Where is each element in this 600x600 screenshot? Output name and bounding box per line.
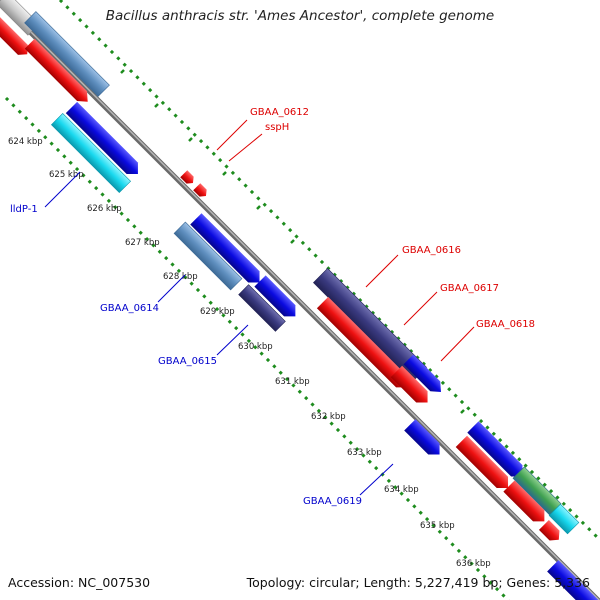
gene-label-gbaa0614: GBAA_0614 [100, 303, 159, 314]
kbp-label: 626 kbp [87, 204, 122, 214]
gene-label-gbaa0615: GBAA_0615 [158, 356, 217, 367]
gene-cyan-lower[interactable] [548, 503, 580, 535]
leader-lines-blue [44, 171, 394, 496]
gene-cds-forward[interactable] [65, 101, 144, 180]
kbp-label: 631 kbp [275, 377, 310, 387]
gene-gbaa0612[interactable] [180, 170, 196, 186]
topology-label: Topology: circular; Length: 5,227,419 bp… [246, 575, 590, 590]
kbp-label: 628 kbp [163, 272, 198, 282]
kbp-label: 632 kbp [311, 412, 346, 422]
kbp-label: 630 kbp [238, 342, 273, 352]
gene-red-lower-2[interactable] [503, 480, 550, 527]
kbp-label: 633 kbp [347, 448, 382, 458]
gene-cds-forward-bottom[interactable] [547, 560, 600, 600]
outer-tick-track [58, 0, 600, 542]
inner-tick-track [4, 96, 511, 600]
kbp-label: 635 kbp [420, 521, 455, 531]
gene-gbaa0614[interactable] [173, 221, 243, 291]
gene-steel-top[interactable] [24, 11, 110, 97]
gene-red-lower-3[interactable] [538, 519, 564, 545]
accession-label: Accession: NC_007530 [8, 575, 151, 590]
gene-gbaa0617[interactable] [316, 296, 413, 393]
kbp-label: 625 kbp [49, 170, 84, 180]
gene-cds-forward-lower[interactable] [467, 421, 528, 482]
gene-gbaa0618[interactable] [403, 354, 445, 396]
kbp-label: 636 kbp [456, 559, 491, 569]
gene-label-ssph: sspH [265, 122, 289, 133]
gene-label-gbaa0617: GBAA_0617 [440, 283, 499, 294]
gene-gbaa0615-forward[interactable] [254, 275, 301, 322]
gene-label-gbaa0618: GBAA_0618 [476, 319, 535, 330]
map-title: Bacillus anthracis str. 'Ames Ancestor',… [105, 8, 495, 24]
gene-gbaa0614-forward[interactable] [190, 213, 265, 288]
gene-label-lldp: lldP-1 [10, 204, 38, 215]
gene-lldp-cyan[interactable] [50, 112, 132, 194]
gene-label-gbaa0616: GBAA_0616 [402, 245, 461, 256]
kbp-label: 629 kbp [200, 307, 235, 317]
gene-red-top[interactable] [0, 6, 32, 59]
leader-lines-red [216, 119, 475, 362]
kbp-label: 634 kbp [384, 485, 419, 495]
gene-gbaa0615[interactable] [238, 284, 286, 332]
gene-ssph[interactable] [193, 183, 209, 199]
kbp-label: 624 kbp [8, 137, 43, 147]
gene-red-top-2[interactable] [24, 38, 93, 107]
gene-red-lower[interactable] [455, 435, 514, 494]
gene-red-0618b[interactable] [390, 365, 433, 408]
gene-label-gbaa0612: GBAA_0612 [250, 107, 309, 118]
gene-gbaa0619[interactable] [404, 419, 445, 460]
kbp-label: 627 kbp [125, 238, 160, 248]
gene-label-gbaa0619: GBAA_0619 [303, 496, 362, 507]
